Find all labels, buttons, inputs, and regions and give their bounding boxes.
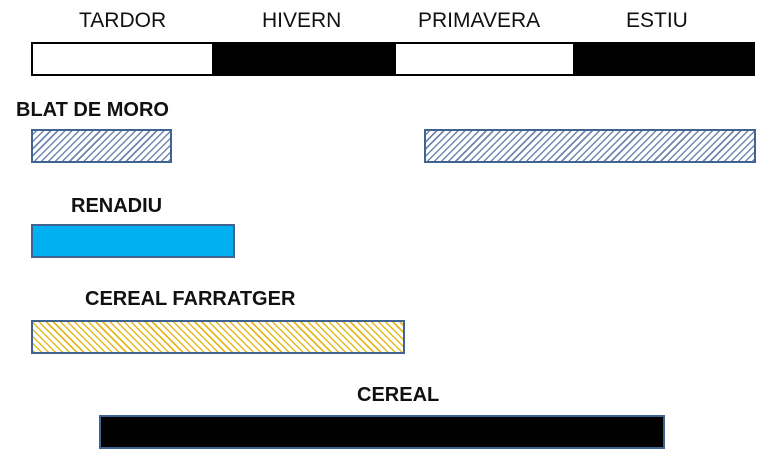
crop-bar-blat-de-moro-autumn [31, 129, 172, 163]
crop-label-renadiu: RENADIU [71, 195, 163, 217]
season-segment-primavera [396, 44, 573, 74]
season-label-hivern: HIVERN [262, 9, 342, 32]
crop-bar-cereal [99, 415, 665, 449]
season-segment-hivern [212, 44, 396, 74]
season-label-estiu: ESTIU [626, 9, 688, 32]
season-segment-estiu [573, 44, 753, 74]
season-segment-tardor [33, 44, 212, 74]
crop-label-blat-de-moro: BLAT DE MORO [16, 99, 169, 121]
season-label-tardor: TARDOR [79, 9, 167, 32]
crop-bar-blat-de-moro-spring-summer [424, 129, 756, 163]
crop-label-cereal: CEREAL [357, 384, 440, 406]
crop-label-cereal-farratger: CEREAL FARRATGER [85, 288, 296, 310]
crop-bar-cereal-farratger [31, 320, 405, 354]
season-timeline-bar [31, 42, 755, 76]
season-label-primavera: PRIMAVERA [418, 9, 541, 32]
crop-bar-renadiu [31, 224, 235, 258]
